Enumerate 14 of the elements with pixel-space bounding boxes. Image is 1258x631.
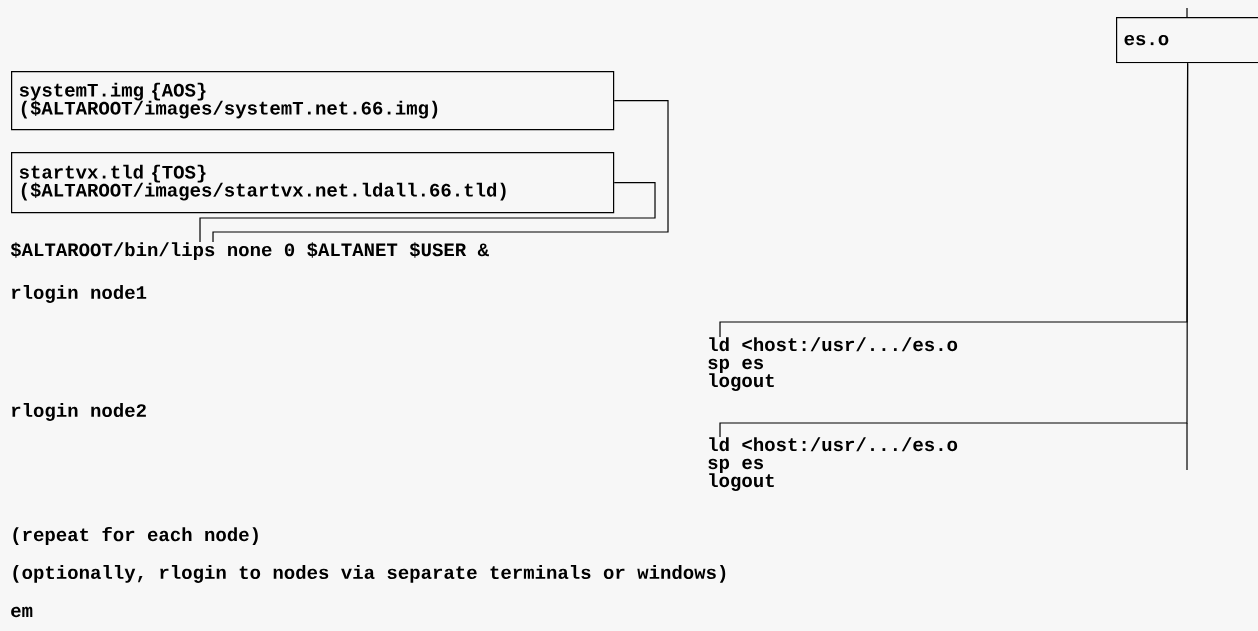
connector-line bbox=[199, 182, 656, 243]
file-box: startvx.tld {TOS} ($ALTAROOT/images/startvx.net.ldall.66.tld) bbox=[11, 152, 615, 214]
command-text: ld <host:/usr/.../es.o sp es logout bbox=[708, 337, 958, 391]
command-text: rlogin node2 bbox=[12, 403, 146, 421]
command-text: ld <host:/usr/.../es.o sp es logout bbox=[708, 437, 958, 491]
file-box: es.o bbox=[1116, 7, 1258, 64]
command-text: rlogin node1 bbox=[12, 285, 147, 303]
connector-line bbox=[719, 62, 1189, 471]
command-text: em bbox=[11, 606, 33, 618]
file-box: systemT.img {AOS} ($ALTAROOT/images/systemT.net.66.img) bbox=[11, 71, 615, 131]
command-text: $ALTAROOT/bin/lips none 0 $ALTANET $USER & bbox=[10, 242, 489, 261]
command-text: (optionally, rlogin to nodes via separate terminals or windows) bbox=[13, 565, 726, 583]
command-text: (repeat for each node) bbox=[13, 527, 258, 545]
connector-line bbox=[212, 100, 669, 243]
